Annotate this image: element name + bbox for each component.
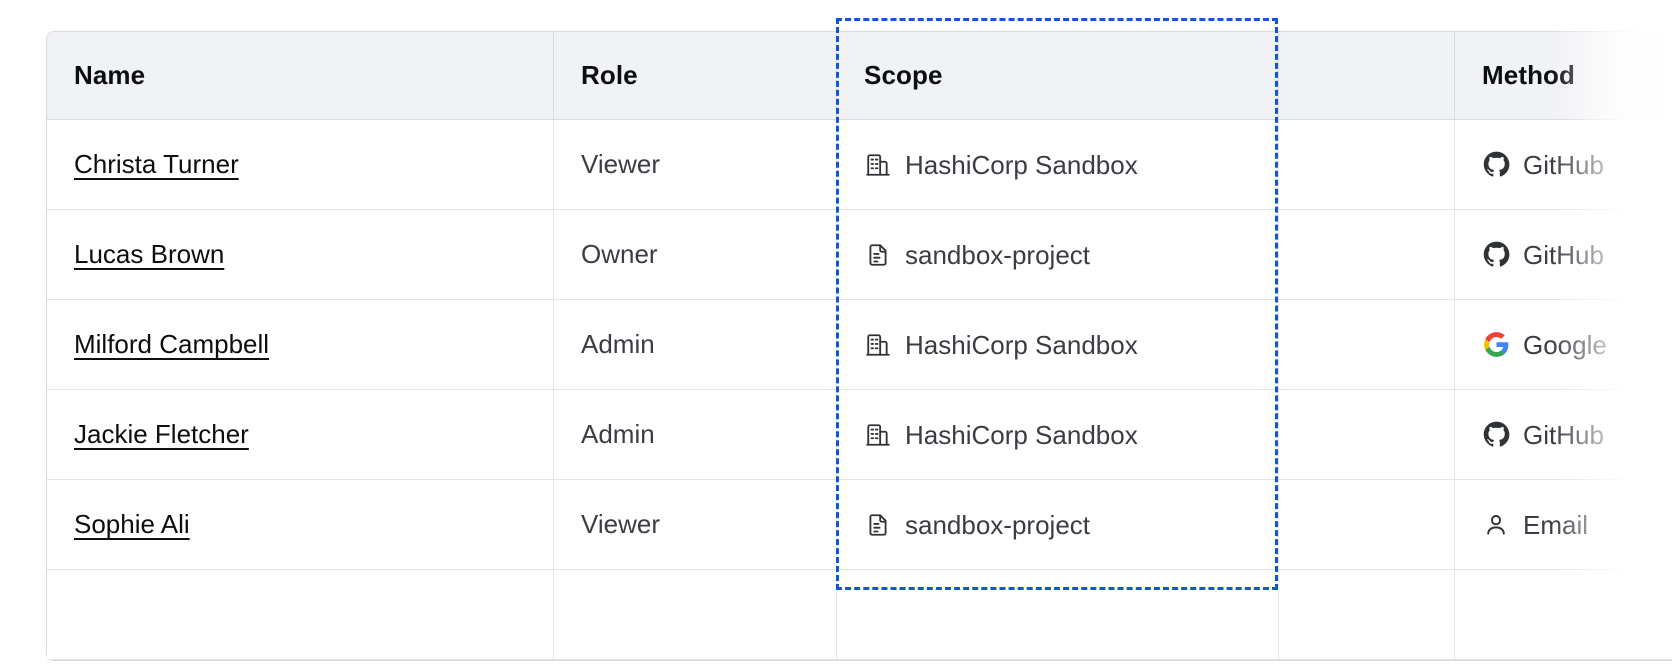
building-icon <box>864 331 892 359</box>
user-name-link[interactable]: Jackie Fletcher <box>74 419 249 449</box>
cell-scope: HashiCorp Sandbox <box>837 390 1279 480</box>
permissions-table: Name Role Scope Method Christa Turner Vi… <box>46 31 1672 661</box>
cell-name: Jackie Fletcher <box>47 390 554 480</box>
cell-blank <box>1279 390 1455 480</box>
method-label: GitHub <box>1523 419 1604 450</box>
cell-name: Christa Turner <box>47 120 554 210</box>
column-header-scope[interactable]: Scope <box>837 32 1279 120</box>
building-icon <box>864 421 892 449</box>
table-header: Name Role Scope Method <box>47 32 1672 120</box>
cell-method: GitHub <box>1455 210 1672 300</box>
method-label: GitHub <box>1523 239 1604 270</box>
document-icon <box>864 511 892 539</box>
scope-label: HashiCorp Sandbox <box>905 329 1138 360</box>
table-row: Jackie Fletcher Admin Hashi <box>47 390 1672 480</box>
cell-scope: HashiCorp Sandbox <box>837 120 1279 210</box>
table-row <box>47 570 1672 660</box>
document-icon <box>864 241 892 269</box>
person-icon <box>1482 511 1510 539</box>
table-body: Christa Turner Viewer Hashi <box>47 120 1672 660</box>
cell-role <box>554 570 837 660</box>
user-name-link[interactable]: Sophie Ali <box>74 509 190 539</box>
scope-label: sandbox-project <box>905 509 1090 540</box>
column-header-name[interactable]: Name <box>47 32 554 120</box>
cell-scope: HashiCorp Sandbox <box>837 300 1279 390</box>
github-icon <box>1482 241 1510 269</box>
cell-name: Sophie Ali <box>47 480 554 570</box>
google-icon <box>1482 331 1510 359</box>
user-name-link[interactable]: Milford Campbell <box>74 329 270 359</box>
permissions-table-scroll-container[interactable]: Name Role Scope Method Christa Turner Vi… <box>46 31 1672 671</box>
cell-role: Admin <box>554 390 837 480</box>
cell-blank <box>1279 210 1455 300</box>
column-header-role[interactable]: Role <box>554 32 837 120</box>
cell-role: Owner <box>554 210 837 300</box>
scope-label: HashiCorp Sandbox <box>905 149 1138 180</box>
cell-name: Milford Campbell <box>47 300 554 390</box>
github-icon <box>1482 421 1510 449</box>
user-name-link[interactable]: Christa Turner <box>74 149 239 179</box>
column-header-method[interactable]: Method <box>1455 32 1672 120</box>
table-row: Sophie Ali Viewer sandbox-project <box>47 480 1672 570</box>
building-icon <box>864 151 892 179</box>
cell-method: GitHub <box>1455 120 1672 210</box>
cell-method <box>1455 570 1672 660</box>
table-row: Christa Turner Viewer Hashi <box>47 120 1672 210</box>
cell-scope: sandbox-project <box>837 210 1279 300</box>
method-label: GitHub <box>1523 149 1604 180</box>
table-header-row: Name Role Scope Method <box>47 32 1672 120</box>
column-header-blank <box>1279 32 1455 120</box>
table-row: Lucas Brown Owner sandbox-project <box>47 210 1672 300</box>
scope-label: HashiCorp Sandbox <box>905 419 1138 450</box>
cell-name <box>47 570 554 660</box>
method-label: Google <box>1523 329 1607 360</box>
method-label: Email <box>1523 509 1589 540</box>
table-row: Milford Campbell Admin Hash <box>47 300 1672 390</box>
cell-name: Lucas Brown <box>47 210 554 300</box>
github-icon <box>1482 151 1510 179</box>
cell-scope <box>837 570 1279 660</box>
cell-scope: sandbox-project <box>837 480 1279 570</box>
cell-method: GitHub <box>1455 390 1672 480</box>
cell-method: Google <box>1455 300 1672 390</box>
cell-blank <box>1279 300 1455 390</box>
cell-blank <box>1279 480 1455 570</box>
cell-blank <box>1279 120 1455 210</box>
cell-role: Viewer <box>554 480 837 570</box>
scope-label: sandbox-project <box>905 239 1090 270</box>
user-name-link[interactable]: Lucas Brown <box>74 239 225 269</box>
cell-blank <box>1279 570 1455 660</box>
cell-role: Viewer <box>554 120 837 210</box>
cell-role: Admin <box>554 300 837 390</box>
cell-method: Email <box>1455 480 1672 570</box>
